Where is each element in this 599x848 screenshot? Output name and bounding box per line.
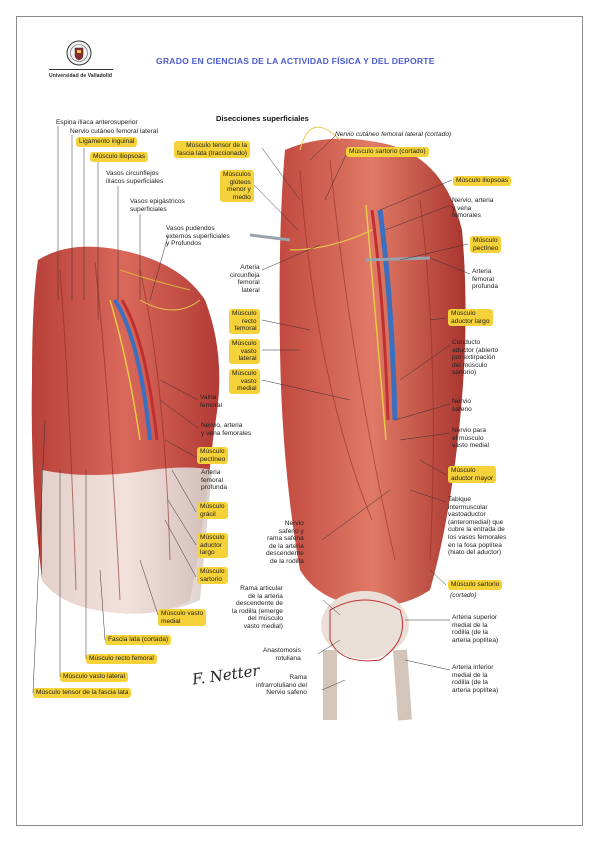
- label-nervio-arteria-left: Nervio, arteria y vena femorales: [201, 422, 252, 437]
- label-recto-femoral-left: Músculo recto femoral: [86, 654, 157, 664]
- label-tabique-intermuscular: Tabique intermuscular vastoaductor (ante…: [448, 496, 507, 557]
- label-anastomosis: Anastomosis rotuliana: [263, 647, 301, 662]
- label-rama-articular: Rama articular de la arteria descendente…: [232, 585, 283, 630]
- label-espina-iliaca: Espina ilíaca anterosuperior: [56, 119, 138, 126]
- label-vasos-pudendos: Vasos pudendos externos superficiales y …: [166, 225, 230, 248]
- label-nervio-safeno: Nervio safeno: [452, 398, 472, 413]
- page-frame: [16, 16, 583, 826]
- label-arteria-profunda-left: Arteria femoral profunda: [201, 469, 228, 492]
- label-vasto-lateral-left: Músculo vasto lateral: [60, 672, 128, 682]
- label-aductor-mayor: Músculo aductor mayor: [448, 466, 497, 484]
- label-vasos-epigastricos: Vasos epigástricos superficiales: [130, 198, 185, 213]
- label-tensor-fascia-lata: Músculo tensor de la fascia lata: [33, 688, 132, 698]
- label-nervio-cutaneo: Nervio cutáneo femoral lateral: [70, 128, 158, 135]
- label-iliopsoas-right: Músculo iliopsoas: [453, 176, 512, 186]
- label-vasos-circunflejos: Vasos circunflejos ilíacos superficiales: [106, 170, 164, 185]
- label-pectineo-left: Músculo pectíneo: [197, 447, 229, 465]
- label-vasto-lateral-mid: Músculo vasto lateral: [229, 339, 260, 364]
- label-arteria-circunfleja: Arteria circunfleja femoral lateral: [230, 264, 260, 294]
- label-nervio-safeno-rama: Nervio safeno y rama safena de la arteri…: [266, 520, 304, 565]
- label-nervio-vasto-medial: Nervio para el músculo vasto medial: [452, 427, 490, 450]
- figure-subtitle: Disecciones superficiales: [216, 114, 309, 123]
- label-aductor-largo-right: Músculo aductor largo: [448, 309, 493, 327]
- label-tensor-traccionado: Músculo tensor de la fascia lata (tracci…: [174, 141, 251, 159]
- left-thigh-illustration: [31, 246, 220, 614]
- label-gracil: Músculo grácil: [197, 502, 228, 520]
- university-name: Universidad de Valladolid: [49, 73, 113, 79]
- label-ligamento-inguinal: Ligamento inguinal: [76, 137, 138, 147]
- label-arteria-superior-medial: Arteria superior medial de la rodilla (d…: [452, 614, 499, 644]
- label-conducto-aductor: Conducto aductor (abierto por extirpació…: [452, 339, 499, 377]
- label-arteria-profunda-right: Arteria femoral profunda: [472, 268, 499, 291]
- label-vaina-femoral: Vaina femoral: [200, 394, 222, 409]
- label-aductor-largo-left: Músculo aductor largo: [197, 533, 228, 558]
- label-vasto-medial-left: Músculo vasto medial: [158, 609, 207, 627]
- label-sartorio-cortado: Músculo sartorio (cortado): [346, 147, 429, 157]
- label-nervio-cutaneo-cortado: Nervio cutáneo femoral lateral (cortado): [335, 131, 452, 138]
- label-pectineo-right: Músculo pectíneo: [470, 236, 502, 254]
- label-iliopsoas-left: Músculo iliopsoas: [90, 152, 149, 162]
- label-recto-femoral-mid: Músculo recto femoral: [229, 309, 260, 334]
- label-nervio-arteria-right: Nervio, arteria y vena femorales: [452, 197, 494, 220]
- university-seal-icon: [66, 40, 92, 66]
- label-arteria-inferior-medial: Arteria inferior medial de la rodilla (d…: [452, 664, 499, 694]
- label-sartorio-right: Músculo sartorio: [448, 580, 503, 590]
- label-sartorio-cortado-note: (cortado): [450, 592, 477, 599]
- label-vasto-medial-mid: Músculo vasto medial: [229, 369, 260, 394]
- header-rule: [49, 69, 113, 70]
- label-gluteos: Músculos glúteos menor y medio: [220, 170, 254, 203]
- page-title: GRADO EN CIENCIAS DE LA ACTIVIDAD FÍSICA…: [156, 56, 435, 66]
- label-fascia-lata: Fascia lata (cortada): [105, 635, 172, 645]
- label-sartorio-left: Músculo sartorio: [197, 567, 228, 585]
- label-rama-infrarrotuliano: Rama infrarrotuliano del Nervio safeno: [256, 674, 307, 697]
